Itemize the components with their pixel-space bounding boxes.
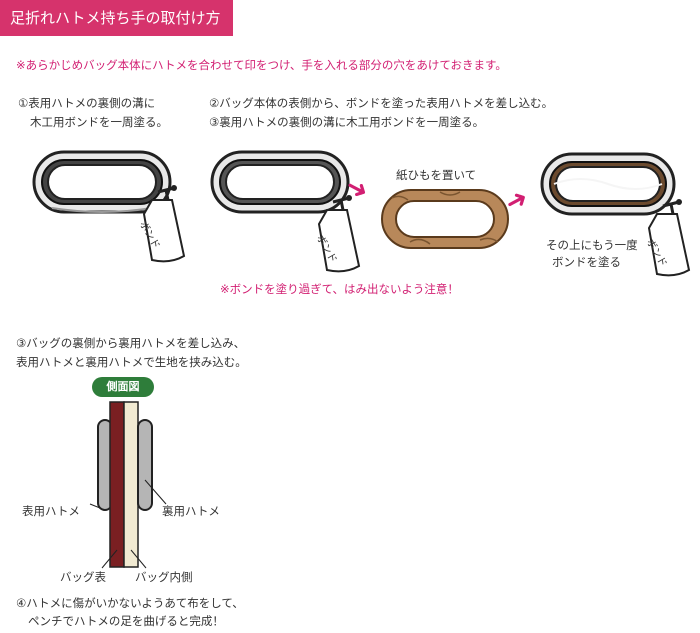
inserted-eyelet-illustration bbox=[210, 150, 350, 214]
string-label: 紙ひもを置いて bbox=[396, 168, 477, 182]
side-view-diagram bbox=[89, 401, 167, 569]
step4-line2: ペンチでハトメの足を曲げると完成！ bbox=[28, 614, 224, 628]
step1-line1: ①表用ハトメの裏側の溝に bbox=[18, 96, 156, 110]
step3-line1: ③バッグの裏側から裏用ハトメを差し込み、 bbox=[16, 336, 246, 350]
step3-line2: 表用ハトメと裏用ハトメで生地を挟み込む。 bbox=[16, 355, 247, 369]
page-title: 足折れハトメ持ち手の取付け方 bbox=[0, 0, 233, 36]
again-label-line1: その上にもう一度 bbox=[546, 238, 638, 252]
again-label-line2: ボンドを塗る bbox=[552, 255, 621, 269]
bag-front-label: バッグ表 bbox=[60, 570, 106, 584]
warning-text: ※ボンドを塗り過ぎて、はみ出ないよう注意！ bbox=[220, 282, 459, 296]
step3a-text: ③裏用ハトメの裏側の溝に木工用ボンドを一周塗る。 bbox=[209, 115, 485, 129]
step1-line2: 木工用ボンドを一周塗る。 bbox=[30, 115, 168, 129]
step2-text: ②バッグ本体の表側から、ボンドを塗った表用ハトメを差し込む。 bbox=[209, 96, 554, 110]
bond-bottle-icon bbox=[142, 185, 186, 263]
paper-cord-eyelet-illustration bbox=[381, 189, 509, 249]
front-eyelet-label: 表用ハトメ bbox=[22, 504, 80, 518]
front-eyelet-illustration bbox=[32, 150, 172, 214]
bag-inside-label: バッグ内側 bbox=[135, 570, 193, 584]
bond-bottle-icon bbox=[647, 199, 691, 277]
bond-again-eyelet-illustration bbox=[540, 152, 676, 216]
back-eyelet-label: 裏用ハトメ bbox=[162, 504, 220, 518]
bond-bottle-icon bbox=[317, 195, 361, 273]
step4-line1: ④ハトメに傷がいかないようあて布をして、 bbox=[16, 596, 244, 610]
side-view-badge: 側面図 bbox=[92, 377, 154, 397]
note-top: ※あらかじめバッグ本体にハトメを合わせて印をつけ、手を入れる部分の穴をあけておき… bbox=[16, 58, 507, 72]
